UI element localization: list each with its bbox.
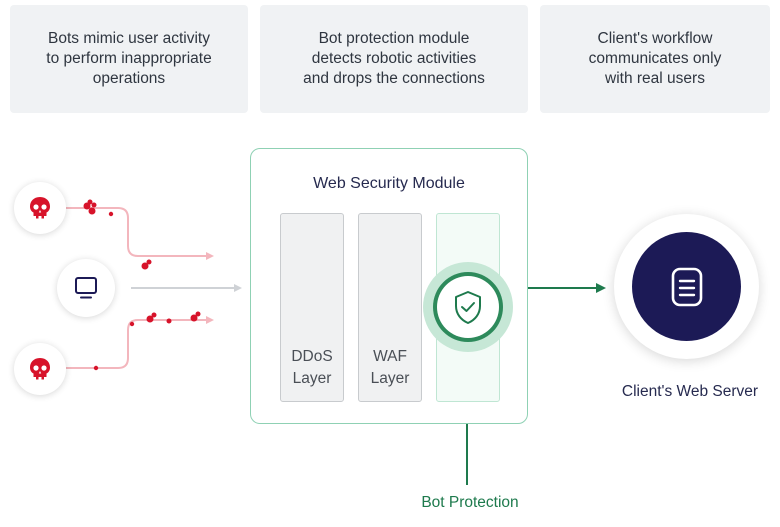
server-badge — [632, 232, 741, 341]
description-card-workflow: Client's workflow communicates only with… — [540, 5, 770, 113]
server-icon — [671, 267, 702, 306]
description-card-bots: Bots mimic user activity to perform inap… — [10, 5, 248, 113]
ddos-layer: DDoS Layer — [280, 213, 344, 402]
server-label: Client's Web Server — [621, 383, 759, 400]
module-title: Web Security Module — [313, 175, 465, 192]
bot-flow-top — [66, 207, 206, 257]
description-text: Bot protection module detects robotic ac… — [303, 30, 485, 87]
layer-label: DDoS Layer — [291, 348, 333, 387]
bot-node-top — [14, 182, 66, 234]
arrow-head — [206, 252, 214, 260]
skull-icon — [30, 358, 50, 380]
bot-protection-label: Bot Protection — [421, 494, 519, 511]
skull-icon — [30, 197, 50, 219]
shield-check-icon — [423, 262, 513, 352]
description-text: Bots mimic user activity to perform inap… — [46, 30, 212, 87]
bot-node-bottom — [14, 343, 66, 395]
bot-flow-bottom — [66, 319, 206, 369]
arrow-head — [596, 283, 606, 293]
arrow-head — [206, 316, 214, 324]
description-card-protection: Bot protection module detects robotic ac… — [260, 5, 528, 113]
layer-label: WAF Layer — [370, 348, 410, 387]
description-text: Client's workflow communicates only with… — [588, 30, 722, 87]
bot-particles — [83, 199, 201, 371]
user-node — [57, 259, 115, 317]
waf-layer: WAF Layer — [358, 213, 422, 402]
arrow-head — [234, 284, 242, 292]
web-security-module: Web Security Module DDoS Layer WAF Layer — [250, 148, 528, 424]
monitor-icon — [75, 277, 97, 299]
